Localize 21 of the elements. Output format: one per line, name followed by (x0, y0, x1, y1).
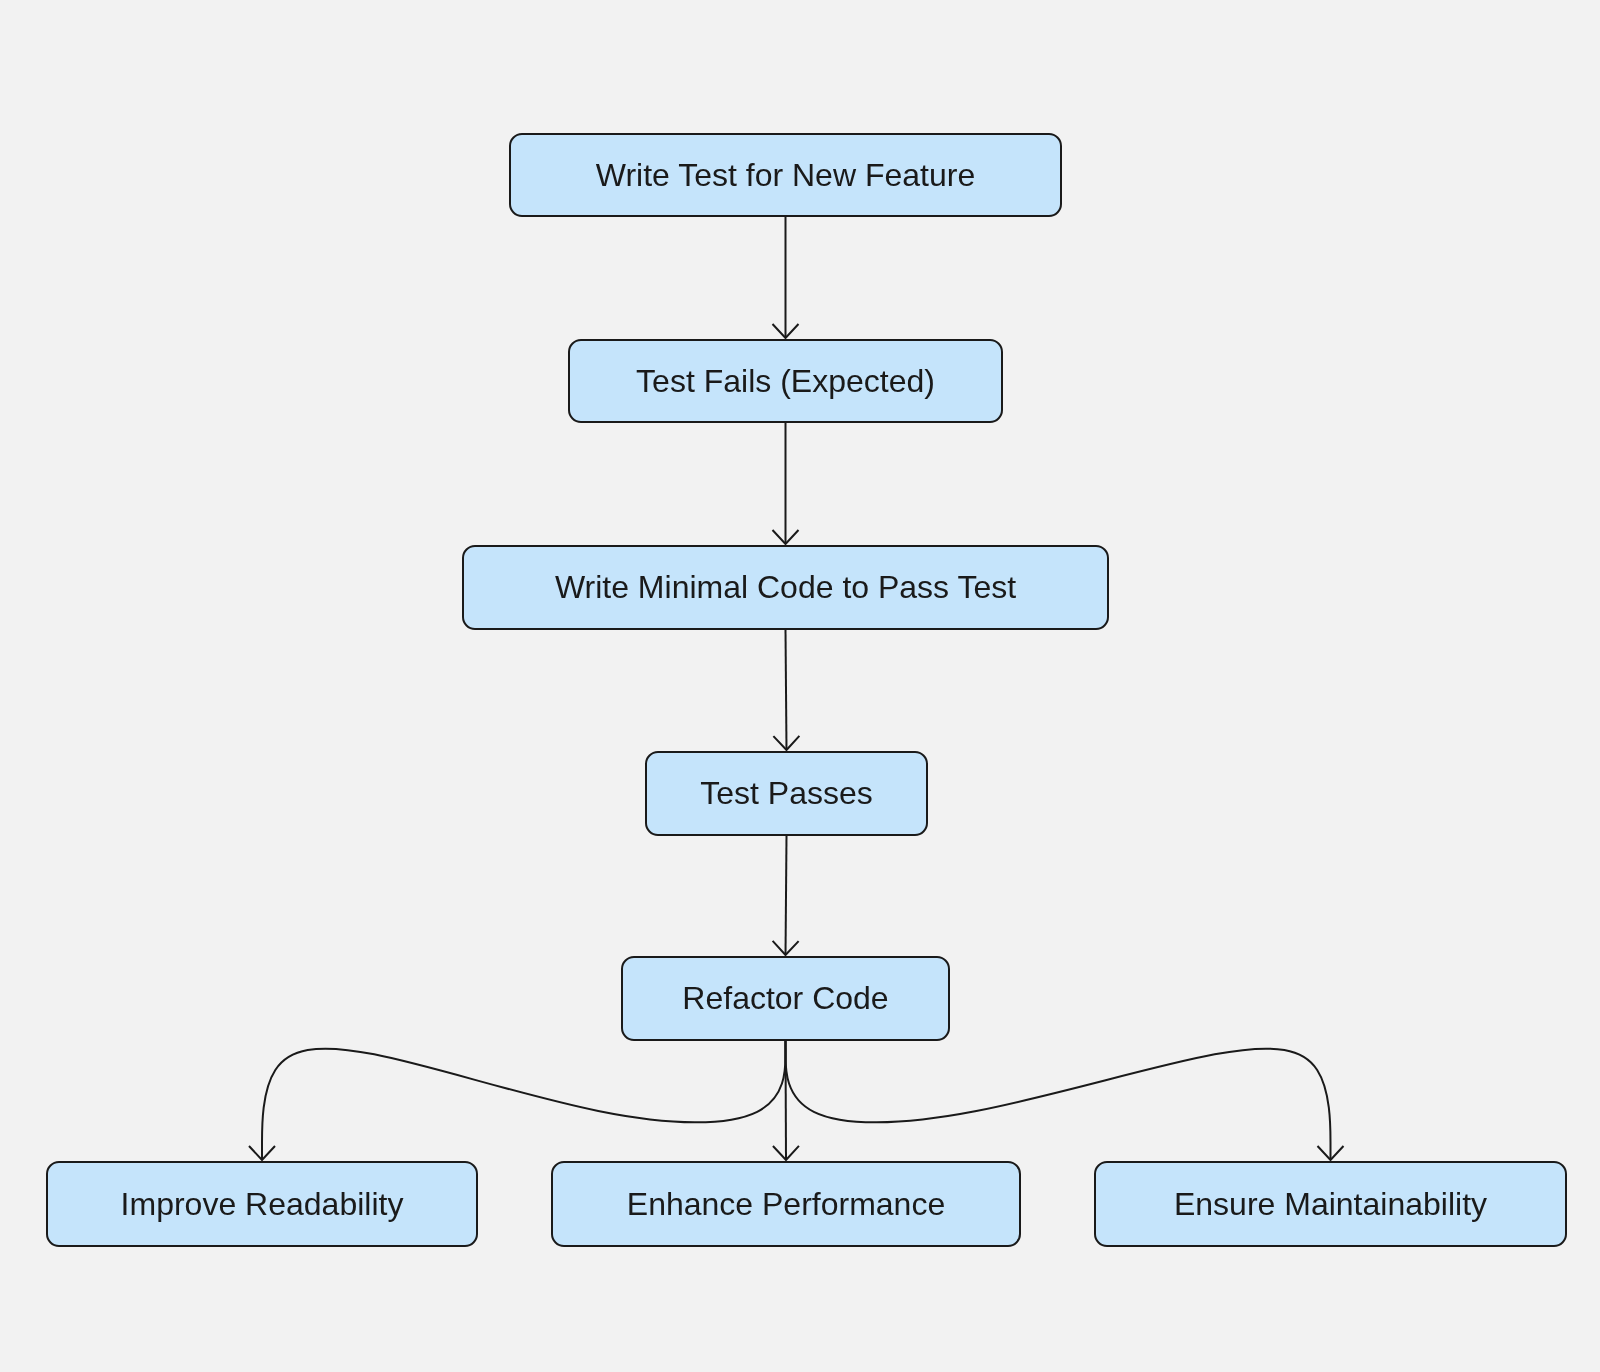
box-label: Refactor Code (682, 980, 889, 1017)
process-box (645, 751, 928, 836)
arrow (771, 216, 800, 339)
process-box (1094, 1161, 1567, 1247)
arrow (772, 629, 801, 751)
box-label: Enhance Performance (626, 1185, 946, 1223)
box-label: Improve Readability (120, 1185, 404, 1223)
box-label: Test Fails (Expected) (636, 362, 935, 400)
box-label: Write Minimal Code to Pass Test (554, 569, 1017, 606)
process-box (551, 1161, 1021, 1247)
box-label: Write Test for New Feature (595, 156, 976, 194)
process-box (46, 1161, 478, 1247)
process-box (568, 339, 1003, 423)
process-box (462, 545, 1109, 630)
arrow (771, 835, 800, 956)
box-label: Ensure Maintainability (1173, 1185, 1487, 1223)
process-box (509, 133, 1062, 217)
process-box (621, 956, 950, 1041)
arrow (784, 1040, 1345, 1161)
arrow (771, 422, 800, 545)
box-label: Test Passes (700, 775, 873, 812)
